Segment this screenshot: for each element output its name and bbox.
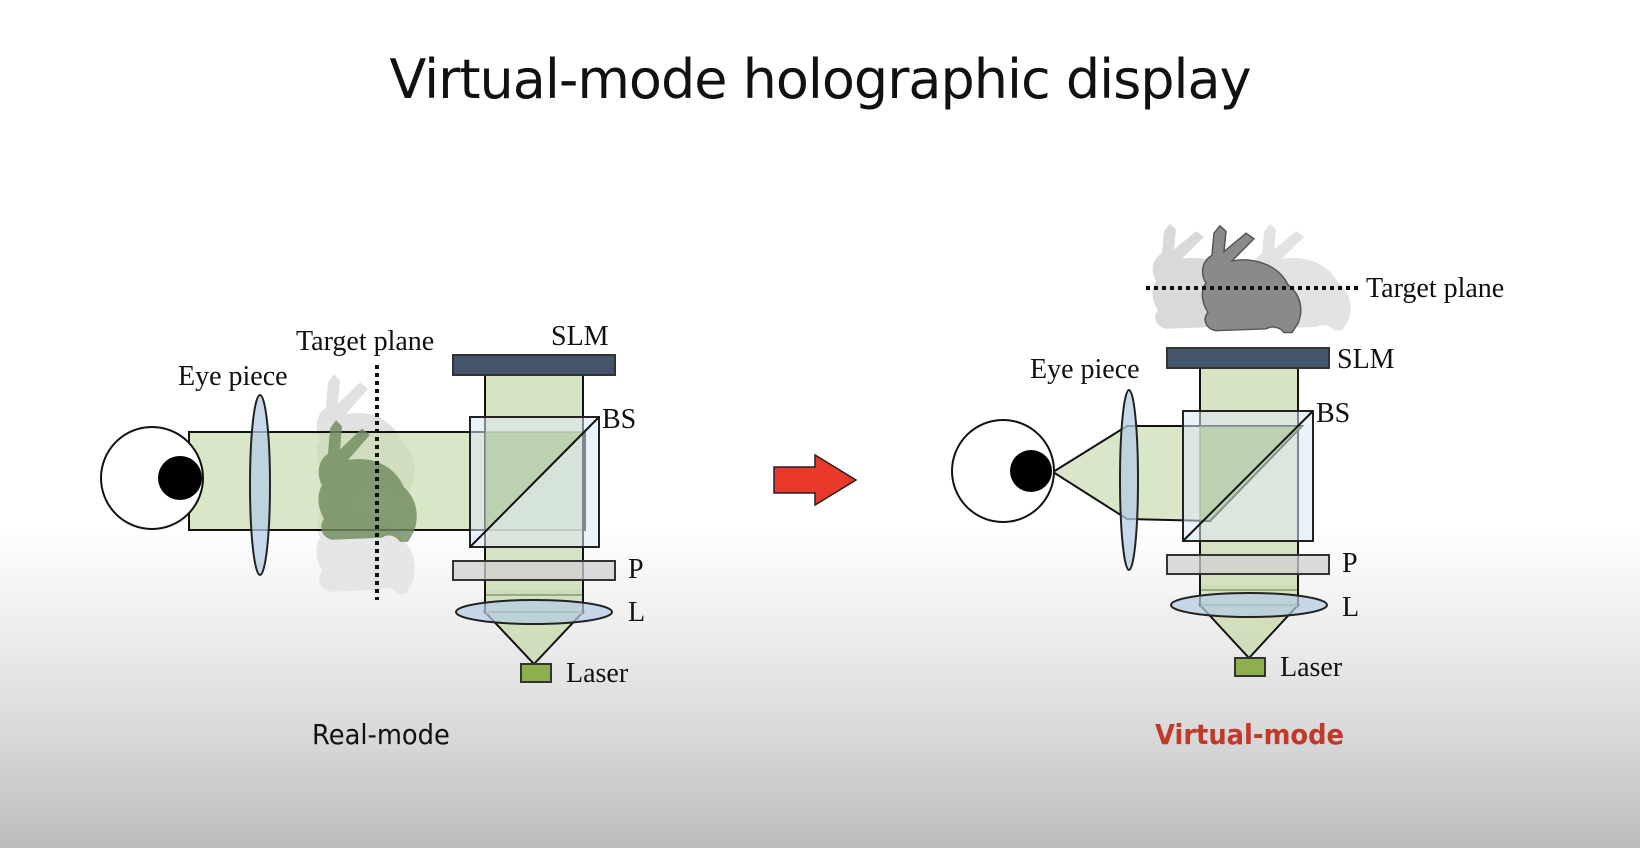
- label-eye-piece: Eye piece: [178, 361, 288, 392]
- laser: [520, 663, 552, 683]
- eyepiece-lens: [249, 394, 271, 576]
- label-bs: BS: [602, 404, 636, 435]
- slide-title: Virtual-mode holographic display: [389, 48, 1251, 111]
- label-slm: SLM: [1337, 344, 1395, 375]
- label-laser: Laser: [1280, 652, 1343, 683]
- label-l: L: [1342, 592, 1359, 623]
- eye-icon: [951, 419, 1055, 523]
- eye-icon: [100, 426, 204, 530]
- virtual-mode-diagram: Target plane SLM Eye piece BS P L Laser: [951, 223, 1504, 683]
- slm: [1166, 347, 1330, 369]
- label-slm: SLM: [551, 321, 609, 352]
- caption-virtual-mode: Virtual-mode: [1155, 718, 1345, 751]
- label-target-plane: Target plane: [296, 326, 434, 357]
- label-laser: Laser: [566, 658, 629, 689]
- label-p: P: [628, 554, 644, 585]
- polarizer: [452, 560, 616, 581]
- slm: [452, 354, 616, 376]
- right-arrow-icon: [773, 453, 858, 507]
- real-mode-diagram: Target plane SLM Eye piece BS P L Laser: [100, 321, 645, 689]
- label-bs: BS: [1316, 398, 1350, 429]
- label-target-plane: Target plane: [1366, 273, 1504, 304]
- label-l: L: [628, 597, 645, 628]
- eyepiece-lens: [1119, 389, 1139, 571]
- lens: [1170, 592, 1328, 618]
- polarizer: [1166, 554, 1330, 575]
- label-eye-piece: Eye piece: [1030, 354, 1140, 385]
- laser: [1234, 657, 1266, 677]
- lens: [455, 599, 613, 625]
- caption-real-mode: Real-mode: [312, 718, 450, 751]
- label-p: P: [1342, 548, 1358, 579]
